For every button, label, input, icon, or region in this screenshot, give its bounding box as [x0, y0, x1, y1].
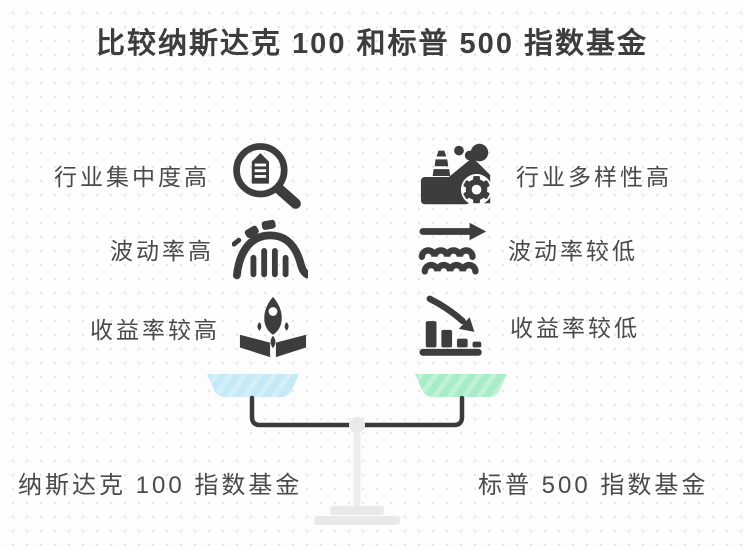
comparison-row-right-2: 波动率较低 [418, 220, 638, 278]
feature-label: 收益率较高 [90, 317, 220, 343]
magnifier-building-icon [233, 143, 301, 209]
rollercoaster-icon [232, 219, 308, 280]
comparison-row-left-1: 行业集中度高 [54, 138, 308, 212]
rocket-launch-icon [239, 296, 307, 358]
scale-pivot [349, 417, 365, 433]
comparison-row-left-3: 收益率较高 [90, 293, 308, 363]
chart-declining-icon [419, 295, 482, 356]
balance-scale [207, 374, 507, 525]
waves-arrow-icon [418, 222, 487, 275]
scale-base-top [330, 506, 384, 515]
feature-label: 行业集中度高 [54, 164, 210, 190]
page-title: 比较纳斯达克 100 和标普 500 指数基金 [96, 28, 648, 60]
comparison-row-right-3: 收益率较低 [418, 292, 640, 360]
scale-base-bottom [314, 516, 400, 525]
feature-label: 收益率较低 [510, 315, 640, 341]
feature-label: 波动率高 [110, 238, 214, 264]
feature-label: 波动率较低 [508, 238, 638, 264]
scale-post [353, 432, 361, 508]
comparison-row-left-2: 波动率高 [110, 218, 308, 280]
comparison-row-right-1: 行业多样性高 [418, 140, 672, 210]
fund-label-nasdaq100: 纳斯达克 100 指数基金 [18, 472, 303, 499]
fund-label-sp500: 标普 500 指数基金 [478, 472, 709, 499]
factory-gear-icon [420, 143, 493, 206]
feature-label: 行业多样性高 [516, 164, 672, 190]
